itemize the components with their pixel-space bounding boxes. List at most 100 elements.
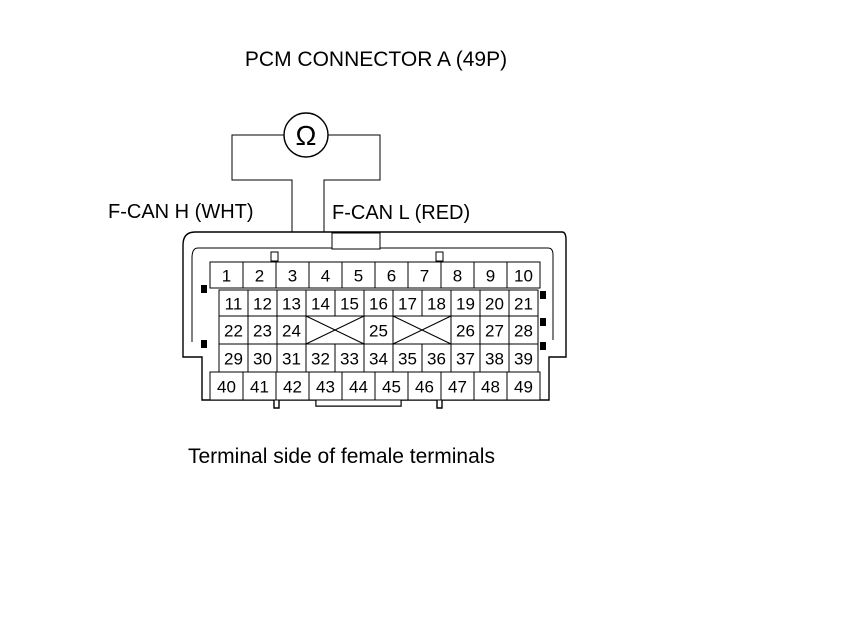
terminal-number: 8: [453, 267, 462, 286]
terminal-number: 25: [369, 322, 388, 341]
terminal-number: 13: [282, 295, 301, 314]
terminal-cell: 40: [209, 371, 244, 401]
terminal-cell: 34: [363, 343, 394, 373]
terminal-cell: 44: [341, 371, 376, 401]
ohmmeter: Ω: [231, 112, 381, 260]
terminal-number: 46: [415, 378, 434, 397]
terminal-cell: 14: [305, 289, 336, 317]
terminal-cell: 18: [421, 289, 452, 317]
terminal-cell: 24: [276, 315, 307, 345]
terminal-cell: 45: [374, 371, 409, 401]
terminal-number: 44: [349, 378, 368, 397]
terminal-number: 39: [514, 350, 533, 369]
terminal-number: 21: [514, 295, 533, 314]
terminal-cell: 49: [506, 371, 541, 401]
terminal-number: 42: [283, 378, 302, 397]
terminal-cell: 10: [506, 261, 541, 289]
terminal-number: 19: [456, 295, 475, 314]
terminal-cell: 30: [247, 343, 278, 373]
terminal-number: 6: [387, 267, 396, 286]
terminal-cell: 25: [363, 315, 394, 345]
terminal-cell: 4: [308, 261, 343, 289]
terminal-cell: 47: [440, 371, 475, 401]
terminal-cell: 37: [450, 343, 481, 373]
ohm-symbol: Ω: [296, 120, 317, 151]
terminal-number: 5: [354, 267, 363, 286]
terminal-number: 29: [224, 350, 243, 369]
terminal-number: 47: [448, 378, 467, 397]
terminal-cell: 17: [392, 289, 423, 317]
probe-lead-left: [231, 134, 293, 260]
terminal-cell: 39: [508, 343, 539, 373]
terminal-number: 4: [321, 267, 330, 286]
diagram-caption: Terminal side of female terminals: [188, 445, 495, 468]
probe-label-left: F-CAN H (WHT): [108, 201, 254, 223]
blank-cavity: [305, 315, 365, 345]
terminal-cell: 36: [421, 343, 452, 373]
terminal-number: 38: [485, 350, 504, 369]
terminal-number: 28: [514, 322, 533, 341]
terminal-cell: 28: [508, 315, 539, 345]
terminal-cell: 46: [407, 371, 442, 401]
terminal-number: 34: [369, 350, 388, 369]
terminal-cell: 7: [407, 261, 442, 289]
terminal-number: 26: [456, 322, 475, 341]
terminal-cell: 3: [275, 261, 310, 289]
terminal-number: 3: [288, 267, 297, 286]
terminal-number: 14: [311, 295, 330, 314]
terminal-number: 17: [398, 295, 417, 314]
terminal-number: 20: [485, 295, 504, 314]
terminal-cell: 8: [440, 261, 475, 289]
terminal-number: 48: [481, 378, 500, 397]
terminal-number: 35: [398, 350, 417, 369]
terminal-number: 31: [282, 350, 301, 369]
terminal-number: 37: [456, 350, 475, 369]
terminal-number: 1: [222, 267, 231, 286]
terminal-cell: 9: [473, 261, 508, 289]
terminal-cell: 11: [218, 289, 249, 317]
terminal-cell: 22: [218, 315, 249, 345]
terminal-cell: 1: [209, 261, 244, 289]
terminal-number: 33: [340, 350, 359, 369]
terminal-number: 36: [427, 350, 446, 369]
terminal-number: 10: [514, 267, 533, 286]
terminal-number: 2: [255, 267, 264, 286]
terminal-cell: 19: [450, 289, 481, 317]
terminal-cell: 13: [276, 289, 307, 317]
terminal-number: 15: [340, 295, 359, 314]
terminal-number: 16: [369, 295, 388, 314]
terminal-number: 18: [427, 295, 446, 314]
terminal-number: 9: [486, 267, 495, 286]
probe-label-right: F-CAN L (RED): [332, 202, 470, 224]
terminal-cell: 20: [479, 289, 510, 317]
terminal-number: 7: [420, 267, 429, 286]
terminal-cell: 42: [275, 371, 310, 401]
terminal-number: 11: [225, 295, 243, 314]
terminal-number: 49: [514, 378, 533, 397]
terminal-number: 32: [311, 350, 330, 369]
terminal-cell: 2: [242, 261, 277, 289]
terminal-number: 30: [253, 350, 272, 369]
terminal-cell: 48: [473, 371, 508, 401]
terminal-cell: 16: [363, 289, 394, 317]
terminal-cell: 43: [308, 371, 343, 401]
terminal-cell: 15: [334, 289, 365, 317]
terminal-number: 23: [253, 322, 272, 341]
terminal-cell: 38: [479, 343, 510, 373]
terminal-cell: 21: [508, 289, 539, 317]
terminal-cell: 33: [334, 343, 365, 373]
terminal-number: 40: [217, 378, 236, 397]
terminal-number: 41: [250, 378, 269, 397]
terminal-cell: 27: [479, 315, 510, 345]
terminal-number: 43: [316, 378, 335, 397]
terminal-cell: 29: [218, 343, 249, 373]
terminal-number: 22: [224, 322, 243, 341]
terminal-number: 27: [485, 322, 504, 341]
connector-latch: [331, 232, 381, 250]
terminal-cell: 31: [276, 343, 307, 373]
terminal-cell: 12: [247, 289, 278, 317]
terminal-cell: 5: [341, 261, 376, 289]
